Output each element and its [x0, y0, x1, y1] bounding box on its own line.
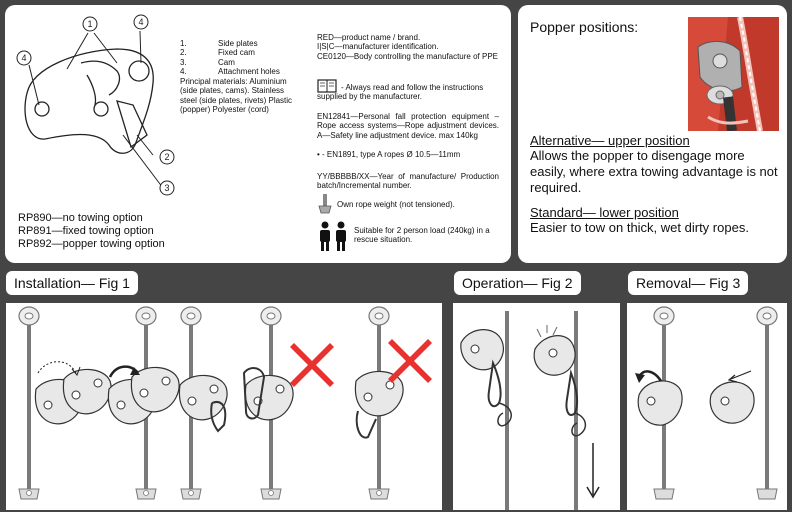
- two-person-icon: [317, 221, 349, 251]
- model-rp891: RP891—fixed towing option: [18, 225, 154, 237]
- info-panel: 1 4 4 2 3 1.Side plates 2.Fixed cam 3.Ca…: [5, 5, 511, 263]
- instructions-text: - Always read and follow the instruction…: [317, 83, 484, 102]
- model-rp890: RP890—no towing option: [18, 212, 143, 224]
- operation-figure: [453, 303, 620, 510]
- incorrect-cross-icon: [290, 343, 334, 387]
- en12841-text: EN12841—Personal fall protection equipme…: [317, 112, 499, 140]
- removal-figure: [627, 303, 787, 510]
- callout-2: 2: [164, 152, 169, 162]
- callout-3: 3: [164, 183, 169, 193]
- callout-1: 1: [87, 19, 92, 29]
- two-person-text: Suitable for 2 person load (240kg) in a …: [354, 226, 490, 245]
- callout-4a: 4: [138, 17, 143, 27]
- alt-heading: Alternative— upper position: [530, 133, 690, 148]
- std-heading: Standard— lower position: [530, 205, 679, 220]
- batch-text: YY/BBBBB/XX—Year of manufacture/ Product…: [317, 172, 499, 191]
- device-diagram: 1 4 4 2 3: [16, 14, 175, 196]
- alt-text: Allows the popper to disengage more easi…: [530, 148, 778, 195]
- parts-list: 1.Side plates 2.Fixed cam 3.Cam 4.Attach…: [180, 39, 280, 77]
- en1891-text: • - EN1891, type A ropes Ø 10.5—11mm: [317, 150, 461, 159]
- tab-removal: Removal— Fig 3: [628, 271, 749, 295]
- book-icon: [317, 79, 337, 93]
- marking-text: RED—product name / brand. I|S|C—manufact…: [317, 33, 498, 61]
- popper-panel: Popper positions: Alternative— upper pos…: [518, 5, 787, 263]
- rope-weight-text: Own rope weight (not tensioned).: [337, 200, 455, 209]
- tab-operation: Operation— Fig 2: [454, 271, 581, 295]
- incorrect-cross-icon-2: [388, 339, 432, 383]
- installation-figure: [6, 303, 442, 510]
- materials-text: Principal materials: Aluminium (side pla…: [180, 77, 293, 115]
- model-rp892: RP892—popper towing option: [18, 238, 165, 250]
- anchor-icon: [18, 306, 390, 326]
- popper-photo: [688, 17, 779, 131]
- tab-installation: Installation— Fig 1: [6, 271, 138, 295]
- popper-title: Popper positions:: [530, 19, 639, 35]
- rope-weight-icon: [317, 194, 333, 214]
- model-list: RP890—no towing option RP891—fixed towin…: [18, 212, 165, 251]
- slide-arrow-icon: [730, 370, 752, 380]
- std-text: Easier to tow on thick, wet dirty ropes.: [530, 220, 749, 235]
- callout-4b: 4: [21, 53, 26, 63]
